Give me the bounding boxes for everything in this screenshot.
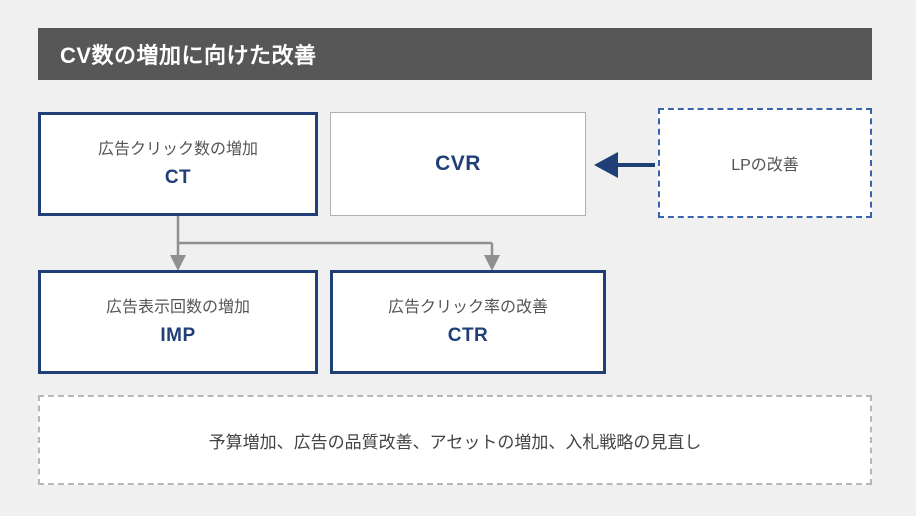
- box-cvr-code: CVR: [435, 152, 481, 175]
- box-imp-label: 広告表示回数の増加: [105, 299, 250, 317]
- box-ct[interactable]: 広告クリック数の増加 CT: [38, 112, 318, 216]
- box-lp-label: LPの改善: [731, 157, 799, 174]
- box-imp[interactable]: 広告表示回数の増加 IMP: [38, 270, 318, 374]
- connector-ct-to-children: [170, 216, 500, 271]
- box-measures[interactable]: 予算増加、広告の品質改善、アセットの増加、入札戦略の見直し: [38, 395, 872, 485]
- box-ct-code: CT: [164, 166, 192, 188]
- diagram-header: CV数の増加に向けた改善: [38, 28, 872, 80]
- box-imp-code: IMP: [160, 324, 196, 346]
- box-ct-label: 広告クリック数の増加: [97, 141, 258, 159]
- box-ctr-code: CTR: [447, 324, 489, 346]
- box-cvr[interactable]: CVR: [330, 112, 586, 216]
- connector-lp-to-cvr: [594, 152, 655, 178]
- page-title: CV数の増加に向けた改善: [60, 43, 317, 68]
- box-ctr[interactable]: 広告クリック率の改善 CTR: [330, 270, 606, 374]
- box-measures-label: 予算増加、広告の品質改善、アセットの増加、入札戦略の見直し: [208, 432, 702, 452]
- box-ctr-label: 広告クリック率の改善: [387, 299, 548, 317]
- box-lp[interactable]: LPの改善: [658, 108, 872, 218]
